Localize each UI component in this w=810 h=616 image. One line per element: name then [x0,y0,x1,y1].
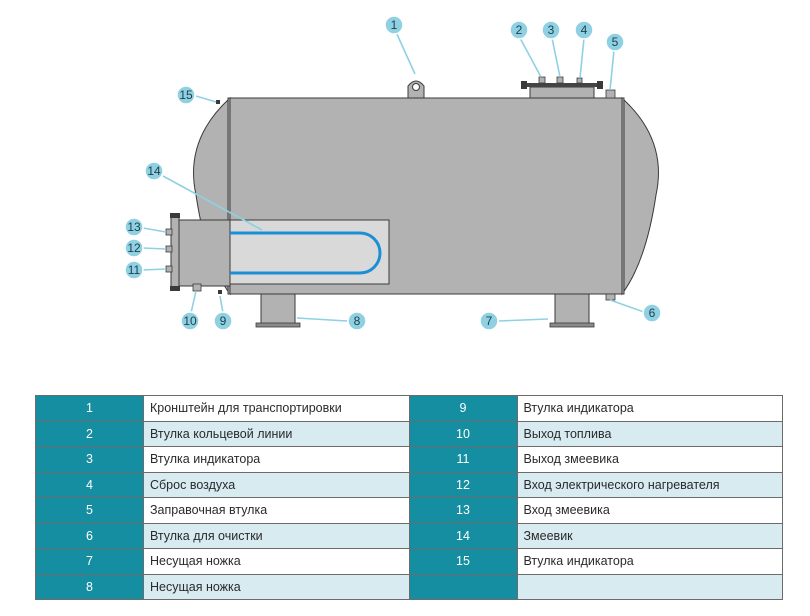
callout-11: 11 [124,260,144,280]
legend-row: 7 Несущая ножка 15 Втулка индикатора [35,548,783,575]
legend-description: Вход электрического нагревателя [516,471,783,498]
svg-text:6: 6 [649,306,656,320]
callout-9: 9 [213,311,233,331]
legend-number [408,573,518,600]
tank-right-dome [621,96,659,296]
legend-description: Вход змеевика [516,497,783,524]
callout-15: 15 [176,85,196,105]
callout-14: 14 [144,161,164,181]
svg-text:13: 13 [127,220,141,234]
legend-number: 1 [35,395,144,422]
legend-number: 5 [35,497,144,524]
legend-number: 8 [35,573,144,600]
legend-description: Втулка индикатора [516,548,783,575]
indicator-socket-bottom [218,290,222,294]
support-leg-left [260,292,296,326]
legend-number: 2 [35,420,144,447]
legend-description: Кронштейн для транспортировки [143,395,410,422]
callout-2: 2 [509,20,529,40]
heater-assembly [165,213,390,292]
callout-12: 12 [124,238,144,258]
legend-row: 8 Несущая ножка [35,573,783,600]
svg-text:15: 15 [179,88,193,102]
legend-row: 4 Сброс воздуха 12 Вход электрического н… [35,471,783,498]
legend-number: 7 [35,548,144,575]
legend-description: Втулка индикатора [516,395,783,422]
legend-row: 6 Втулка для очистки 14 Змеевик [35,522,783,549]
leader-lines [142,31,645,322]
svg-text:2: 2 [516,23,523,37]
svg-text:5: 5 [612,35,619,49]
legend-row: 2 Втулка кольцевой линии 10 Выход топлив… [35,420,783,447]
support-leg-right [554,292,590,326]
callout-3: 3 [541,20,561,40]
fuel-outlet [192,283,202,292]
legend-description: Несущая ножка [143,548,410,575]
svg-text:9: 9 [220,314,227,328]
legend-number: 13 [408,497,518,524]
svg-text:1: 1 [391,18,398,32]
legend-description: Выход топлива [516,420,783,447]
legend-number: 14 [408,522,518,549]
legend-number: 4 [35,471,144,498]
legend-description: Несущая ножка [143,573,410,600]
legend-number: 10 [408,420,518,447]
legend-number: 9 [408,395,518,422]
legend-description: Втулка для очистки [143,522,410,549]
legend-description: Змеевик [516,522,783,549]
legend-row: 5 Заправочная втулка 13 Вход змеевика [35,497,783,524]
legend-number: 12 [408,471,518,498]
legend-number: 15 [408,548,518,575]
support-leg-right-base [549,322,595,328]
callout-4: 4 [574,20,594,40]
svg-text:14: 14 [147,164,161,178]
svg-text:11: 11 [128,263,141,277]
legend-description: Выход змеевика [516,446,783,473]
coil [230,231,382,275]
legend-number: 3 [35,446,144,473]
legend-description: Втулка кольцевой линии [143,420,410,447]
callout-7: 7 [479,311,499,331]
callout-13: 13 [124,217,144,237]
transport-bracket [407,80,425,99]
svg-text:8: 8 [354,314,361,328]
svg-text:10: 10 [183,314,197,328]
filling-socket [605,89,616,99]
callout-8: 8 [347,311,367,331]
svg-text:3: 3 [548,23,555,37]
callout-10: 10 [180,311,200,331]
legend-row: 3 Втулка индикатора 11 Выход змеевика [35,446,783,473]
callouts: 1 2 3 4 5 6 7 8 9 10 11 12 13 14 15 [124,15,662,331]
callout-1: 1 [384,15,404,35]
indicator-socket-top [216,100,220,104]
legend-description [516,573,783,600]
callout-6: 6 [642,303,662,323]
legend-table: 1 Кронштейн для транспортировки 9 Втулка… [35,395,783,600]
legend-number: 11 [408,446,518,473]
support-legs [255,292,595,328]
tank-diagram: 1 2 3 4 5 6 7 8 9 10 11 12 13 14 15 [124,15,662,331]
svg-text:4: 4 [581,23,588,37]
top-manhole [521,76,603,99]
legend-description: Сброс воздуха [143,471,410,498]
legend-description: Втулка индикатора [143,446,410,473]
callout-5: 5 [605,32,625,52]
svg-text:7: 7 [486,314,493,328]
cleaning-socket [605,293,616,301]
legend-number: 6 [35,522,144,549]
svg-text:12: 12 [127,241,141,255]
legend-row: 1 Кронштейн для транспортировки 9 Втулка… [35,395,783,422]
support-leg-left-base [255,322,301,328]
legend-description: Заправочная втулка [143,497,410,524]
